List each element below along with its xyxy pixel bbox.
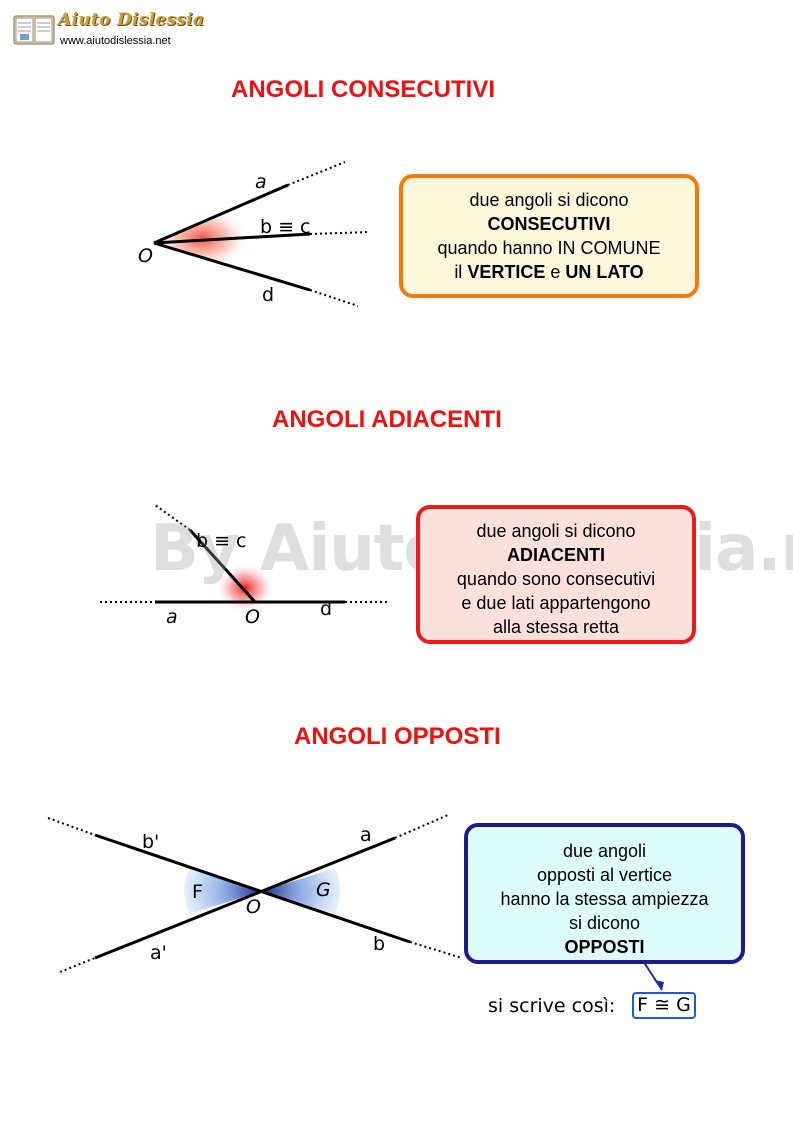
angle-fill-consecutive: [154, 207, 250, 270]
ray-a-dotted: [287, 161, 346, 186]
box2-line4: e due lati appartengono: [461, 593, 651, 613]
ray-bc-adj-dotted: [154, 504, 191, 531]
formula-box: F ≅ G: [632, 992, 696, 1019]
arrow-head-icon: [654, 980, 664, 990]
title-adjacent: ANGOLI ADIACENTI: [272, 406, 502, 433]
label-f: F: [192, 881, 203, 903]
label-a-opp: a: [360, 824, 372, 846]
angle-fill-f: [184, 868, 262, 914]
diagram-opposite: [47, 814, 664, 991]
label-o: O: [138, 245, 153, 267]
ray-bc-dotted: [309, 231, 371, 235]
line-aprime-a-dotted-right: [394, 814, 449, 839]
box1-line3: quando hanno IN COMUNE: [437, 238, 661, 258]
label-bc-adj: b ≡ c: [196, 530, 247, 552]
line-aprime-a-dotted-left: [59, 957, 96, 973]
box3-line1: due angoli: [562, 841, 647, 861]
book-logo-icon: [13, 15, 55, 45]
logo-title: Aiuto Dislessia: [58, 10, 205, 30]
label-d: d: [262, 284, 275, 306]
label-bc: b ≡ c: [260, 216, 311, 238]
title-opposite: ANGOLI OPPOSTI: [294, 723, 501, 750]
definition-box-consecutive: due angoli si dicono CONSECUTIVI quando …: [399, 174, 699, 298]
label-a-prime: a': [150, 942, 167, 964]
box2-line1: due angoli si dicono: [476, 521, 636, 541]
ray-d: [153, 241, 311, 292]
box2-line2: ADIACENTI: [507, 545, 605, 565]
label-b-prime: b': [142, 831, 160, 853]
ray-d-dotted: [309, 289, 359, 307]
box2-line3: quando sono consecutivi: [456, 569, 656, 589]
diagram-adjacent: [100, 504, 390, 613]
definition-box-adjacent: due angoli si dicono ADIACENTI quando so…: [416, 505, 696, 644]
angle-fill-g: [262, 868, 340, 914]
title-consecutive: ANGOLI CONSECUTIVI: [231, 76, 496, 103]
line-bprime-b-dotted-right: [409, 941, 463, 959]
box3-line2: opposti al vertice: [536, 865, 673, 885]
label-b-opp: b: [373, 933, 386, 955]
label-a: a: [255, 171, 267, 193]
box3-line4: si dicono: [568, 913, 641, 933]
box1-line1: due angoli si dicono: [469, 190, 629, 210]
line-aprime-a: [94, 836, 396, 960]
diagram-consecutive: [153, 161, 371, 307]
box3-line5: OPPOSTI: [564, 937, 645, 957]
box1-line4: il VERTICE e UN LATO: [454, 262, 644, 282]
logo-url: www.aiutodislessia.net: [60, 35, 171, 47]
ray-a: [153, 183, 289, 245]
label-a-adj: a: [166, 606, 178, 628]
ray-bc: [153, 232, 311, 245]
line-bprime-b: [94, 833, 411, 944]
line-bprime-b-dotted-left: [47, 817, 96, 836]
formula-label: si scrive così:: [488, 995, 616, 1017]
box3-line3: hanno la stessa ampiezza: [500, 889, 709, 909]
label-o-opp: O: [246, 896, 261, 918]
label-o-adj: O: [245, 606, 260, 628]
ray-bc-adj: [188, 528, 257, 604]
box2-line5: alla stessa retta: [492, 617, 620, 637]
definition-box-opposite: due angoli opposti al vertice hanno la s…: [464, 823, 745, 964]
label-d-adj: d: [320, 598, 333, 620]
label-g: G: [316, 879, 331, 901]
box1-line2: CONSECUTIVI: [487, 214, 611, 234]
